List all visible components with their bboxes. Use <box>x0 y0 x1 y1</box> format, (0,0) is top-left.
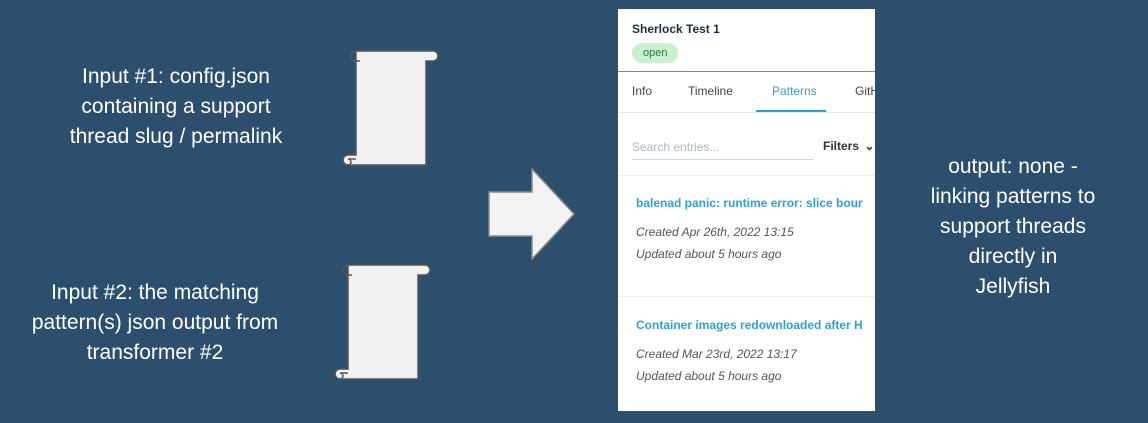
filters-label: Filters <box>823 139 860 153</box>
input-1-line: thread slug / permalink <box>69 125 283 148</box>
input-2-line: pattern(s) json output from <box>31 311 279 334</box>
entry-title-link[interactable]: balenad panic: runtime error: slice bour <box>636 196 863 210</box>
tab-github[interactable]: GitH <box>855 84 875 98</box>
tab-patterns[interactable]: Patterns <box>772 84 817 98</box>
active-tab-indicator <box>756 110 826 112</box>
entry-updated: Updated about 5 hours ago <box>636 247 782 261</box>
screenshot-card: Sherlock Test 1 open Info Timeline Patte… <box>618 9 875 411</box>
output-line: Jellyfish <box>975 275 1051 298</box>
tab-info[interactable]: Info <box>632 84 653 98</box>
output-line: linking patterns to <box>930 185 1096 208</box>
input-2-label: Input #2: the matching pattern(s) json o… <box>0 278 310 368</box>
right-arrow-icon <box>488 167 576 261</box>
filters-button[interactable]: Filters ⌄ <box>823 139 874 153</box>
output-line: directly in <box>968 245 1058 268</box>
input-2-line: Input #2: the matching <box>51 281 259 304</box>
entry-created: Created Mar 23rd, 2022 13:17 <box>636 347 797 361</box>
input-1-label: Input #1: config.json containing a suppo… <box>36 62 316 152</box>
entry-created: Created Apr 26th, 2022 13:15 <box>636 225 794 239</box>
divider <box>618 175 875 176</box>
chevron-down-icon: ⌄ <box>864 139 875 153</box>
output-label: output: none - linking patterns to suppo… <box>900 152 1126 302</box>
document-scroll-icon <box>334 264 431 380</box>
output-line: output: none - <box>948 155 1078 178</box>
input-2-line: transformer #2 <box>86 341 224 364</box>
input-1-line: containing a support <box>81 95 271 118</box>
card-header: Sherlock Test 1 open <box>618 9 875 72</box>
status-badge: open <box>632 43 679 63</box>
output-line: support threads <box>940 215 1086 238</box>
card-title: Sherlock Test 1 <box>632 22 720 36</box>
search-input[interactable]: Search entries... <box>632 137 814 160</box>
input-1-line: Input #1: config.json <box>82 65 270 88</box>
entry-updated: Updated about 5 hours ago <box>636 369 782 383</box>
entry-title-link[interactable]: Container images redownloaded after H <box>636 318 863 332</box>
tab-bar: Info Timeline Patterns GitH <box>618 72 875 113</box>
document-scroll-icon <box>342 50 439 166</box>
divider <box>618 296 875 297</box>
tab-timeline[interactable]: Timeline <box>688 84 733 98</box>
